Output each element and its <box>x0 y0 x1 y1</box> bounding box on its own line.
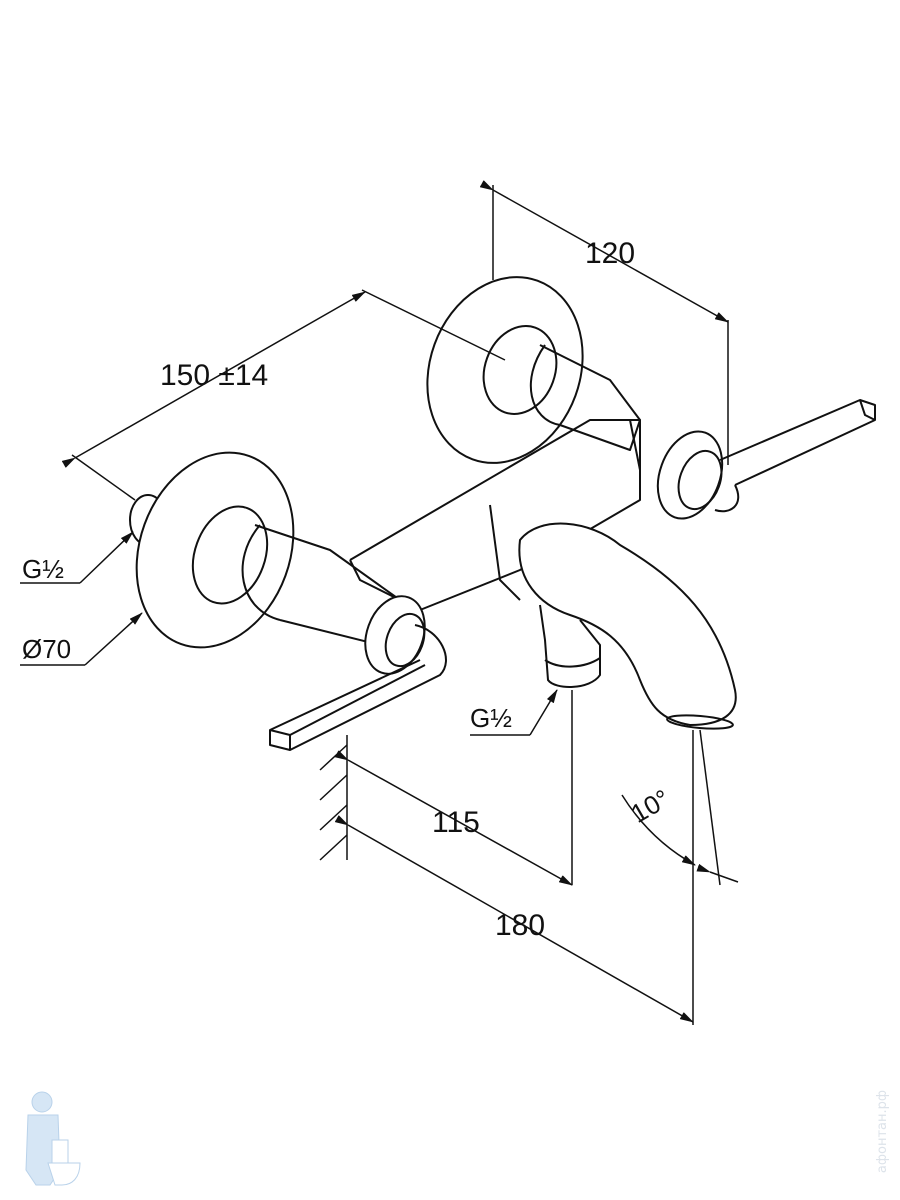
label-g-half-left: G½ <box>22 554 64 584</box>
spout <box>518 522 737 730</box>
label-diameter-70: Ø70 <box>22 634 71 664</box>
dimension-lines <box>20 180 739 1025</box>
left-lever <box>269 595 447 751</box>
right-lever <box>656 399 876 520</box>
dim-180: 180 <box>495 909 545 942</box>
plumber-mascot-logo <box>25 1091 81 1186</box>
dim-150: 150 ±14 <box>160 359 268 392</box>
left-rosette <box>129 451 401 651</box>
watermark-site: афонтан.рф <box>875 1090 890 1174</box>
label-angle-10: 10° <box>626 783 675 829</box>
wall-hatch <box>319 735 348 861</box>
label-g-half-outlet: G½ <box>470 703 512 733</box>
dim-120: 120 <box>585 237 635 270</box>
right-rosette <box>426 276 641 464</box>
dim-115: 115 <box>432 806 480 839</box>
